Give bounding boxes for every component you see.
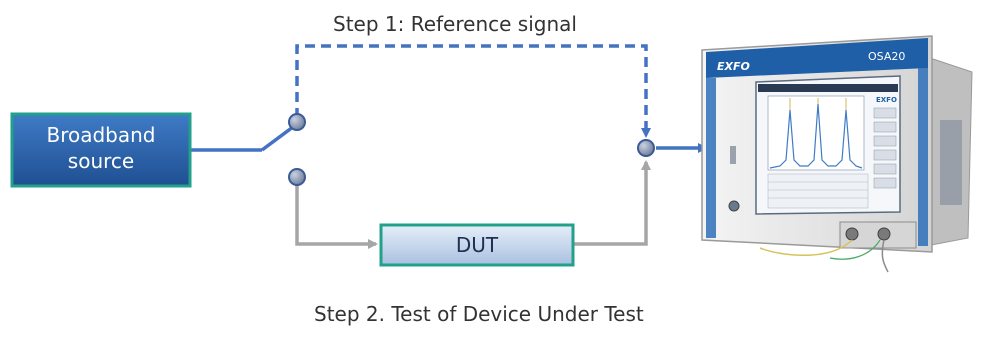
instrument-top-band — [706, 38, 928, 78]
osa-instrument-image: EXFO OSA20 EXFO — [701, 35, 973, 273]
instrument-vent — [940, 120, 962, 205]
combine-node — [637, 139, 655, 157]
usb-port — [730, 146, 736, 164]
power-button — [728, 200, 740, 212]
screen-brand: EXFO — [876, 96, 897, 104]
fiber-cable-gray — [881, 239, 889, 273]
test-line-to-dut — [295, 182, 378, 249]
switch-node-reference — [288, 113, 306, 131]
source-label-line1: Broadband — [46, 123, 155, 147]
instrument-right-strip — [918, 68, 928, 246]
instrument-brand: EXFO — [717, 60, 750, 73]
screen-side-buttons — [873, 107, 897, 189]
screen-results-table — [767, 173, 869, 209]
test-path — [295, 160, 651, 249]
test-line-from-dut — [573, 160, 651, 246]
switch-node-test — [288, 168, 306, 186]
optical-output-connector — [877, 227, 891, 241]
screen-menu-bar — [758, 84, 898, 92]
reference-path — [295, 44, 651, 138]
fiber-cable-green — [829, 239, 881, 260]
broadband-source-box: Broadband source — [10, 112, 192, 188]
dut-box: DUT — [379, 223, 575, 267]
dut-label: DUT — [456, 233, 499, 257]
instrument-left-strip — [706, 78, 716, 238]
fiber-cable-yellow — [759, 239, 853, 256]
step2-caption: Step 2. Test of Device Under Test — [314, 302, 644, 326]
reference-dashed-line — [295, 44, 651, 138]
instrument-model: OSA20 — [868, 50, 905, 63]
step1-caption: Step 1: Reference signal — [333, 12, 577, 36]
source-label-line2: source — [68, 149, 134, 173]
switch-lines — [190, 122, 708, 153]
optical-input-connector — [845, 227, 859, 241]
